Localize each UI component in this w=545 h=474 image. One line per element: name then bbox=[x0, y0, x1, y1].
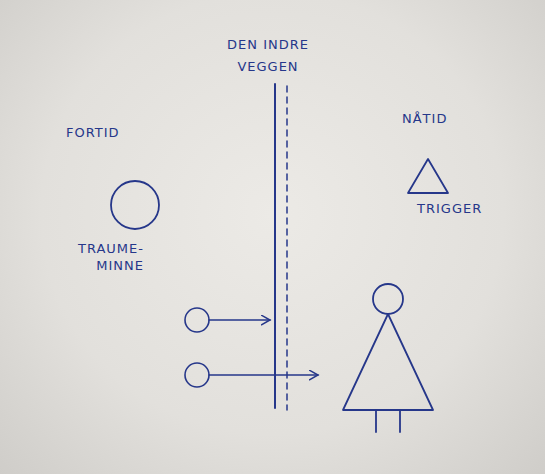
section-label: FORTID bbox=[66, 124, 136, 141]
trigger-triangle: TRIGGER bbox=[407, 158, 449, 194]
circle-outline bbox=[111, 181, 159, 229]
node-label: TRAUME- MINNE bbox=[78, 240, 144, 274]
inner-wall-line bbox=[274, 84, 276, 408]
memory-circle: TRAUME- MINNE bbox=[110, 180, 160, 230]
person-legs bbox=[376, 410, 400, 432]
passing-arrow bbox=[209, 374, 318, 376]
section-label: NÅTID bbox=[402, 110, 472, 127]
blocked-arrow bbox=[209, 319, 270, 321]
node-outline bbox=[407, 158, 449, 194]
memory-dot bbox=[185, 308, 209, 332]
node-outline bbox=[110, 180, 160, 230]
person-body bbox=[343, 314, 433, 410]
person-head bbox=[373, 284, 403, 314]
wall-label: DEN INDRE VEGGEN bbox=[218, 34, 318, 78]
memory-dot bbox=[185, 363, 209, 387]
node-label: TRIGGER bbox=[417, 200, 482, 217]
triangle-outline bbox=[408, 159, 448, 193]
wall-dashed-line bbox=[286, 86, 288, 410]
